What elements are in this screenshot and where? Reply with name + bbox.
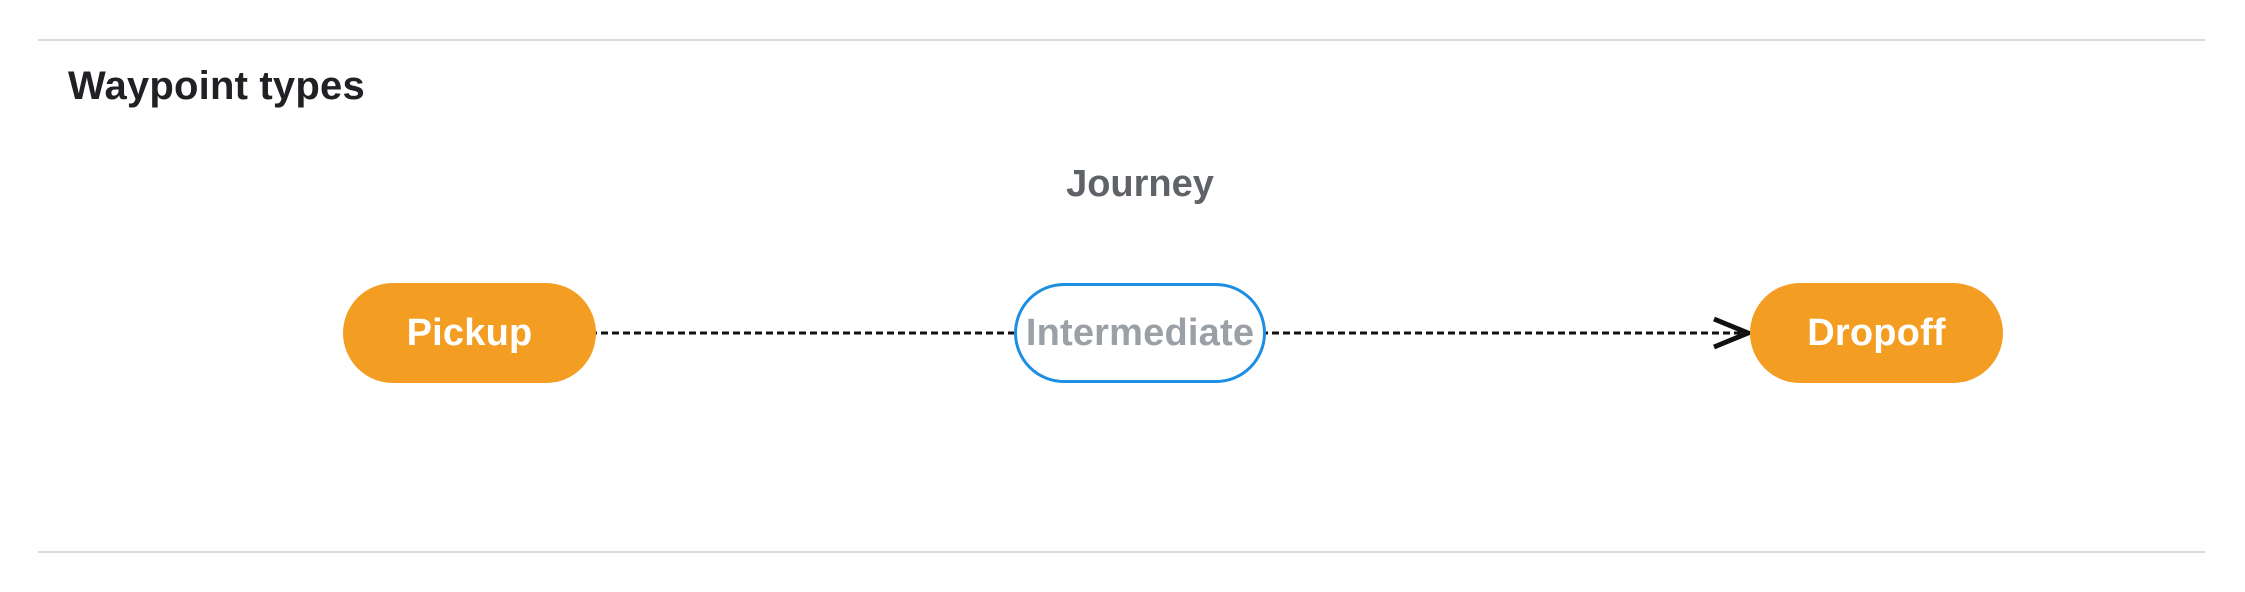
- arrowhead-icon: [1713, 316, 1755, 350]
- top-divider: [38, 39, 2205, 41]
- dropoff-node: Dropoff: [1750, 283, 2003, 383]
- bottom-divider: [38, 551, 2205, 553]
- page-title: Waypoint types: [68, 64, 365, 108]
- pickup-node: Pickup: [343, 283, 596, 383]
- journey-label: Journey: [1066, 163, 1214, 205]
- intermediate-node: Intermediate: [1014, 283, 1266, 383]
